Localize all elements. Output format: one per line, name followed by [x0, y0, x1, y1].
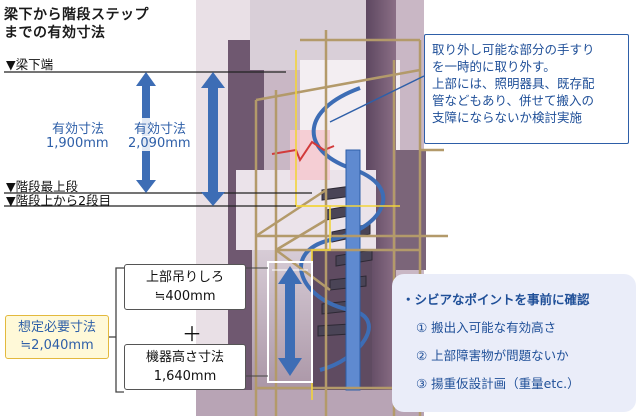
callout-line-5: 支障にならないか検討実施: [432, 110, 583, 125]
checklist-heading: ・シビアなポイントを事前に確認: [402, 292, 590, 307]
required-size-value: ≒2,040mm: [20, 338, 94, 353]
plus-sign: ＋: [182, 322, 202, 346]
checklist-panel: ・シビアなポイントを事前に確認 ① 搬出入可能な有効高さ ② 上部障害物が問題な…: [392, 274, 636, 412]
hanging-allowance-box: 上部吊りしろ ≒400mm: [124, 264, 246, 310]
hanging-allowance-value: ≒400mm: [154, 289, 216, 304]
required-size-label: 想定必要寸法: [17, 320, 96, 335]
diagram-title-line-2: までの有効寸法: [4, 25, 106, 41]
left-dimension-value: 1,900mm: [46, 136, 109, 151]
second-step-label: ▼階段上から2段目: [6, 193, 112, 208]
callout-line-3: 上部には、照明器具、既存配: [432, 76, 595, 91]
left-dimension-label: 有効寸法: [52, 122, 105, 137]
equipment-height-value: 1,640mm: [153, 369, 217, 384]
checklist-item-1: ① 搬出入可能な有効高さ: [416, 320, 557, 335]
equipment-box: [267, 261, 313, 383]
checklist-item-3: ③ 揚重仮設計画（重量etc.）: [416, 376, 580, 391]
right-dimension-value: 2,090mm: [128, 136, 191, 151]
checklist-item-2: ② 上部障害物が問題ないか: [416, 348, 569, 363]
center-pole: [345, 149, 361, 391]
required-size-box: 想定必要寸法 ≒2,040mm: [5, 315, 109, 359]
beam-bottom-label: ▼梁下端: [6, 57, 54, 72]
handrail-callout: 取り外し可能な部分の手すり を一時的に取り外す。 上部には、照明器具、既存配 管…: [424, 34, 629, 144]
equipment-height-box: 機器高さ寸法 1,640mm: [124, 344, 246, 390]
equipment-height-label: 機器高さ寸法: [145, 350, 224, 365]
callout-line-4: 管などもあり、併せて搬入の: [432, 93, 595, 108]
stair-top-label: ▼階段最上段: [6, 179, 79, 194]
callout-line-1: 取り外し可能な部分の手すり: [432, 42, 595, 57]
right-dimension-label: 有効寸法: [134, 118, 187, 137]
hanging-allowance-label: 上部吊りしろ: [145, 270, 224, 285]
diagram-title-line-1: 梁下から階段ステップ: [4, 7, 149, 23]
requirement-bracket: [115, 267, 124, 393]
callout-leader: [329, 75, 425, 123]
callout-line-2: を一時的に取り外す。: [432, 59, 556, 74]
